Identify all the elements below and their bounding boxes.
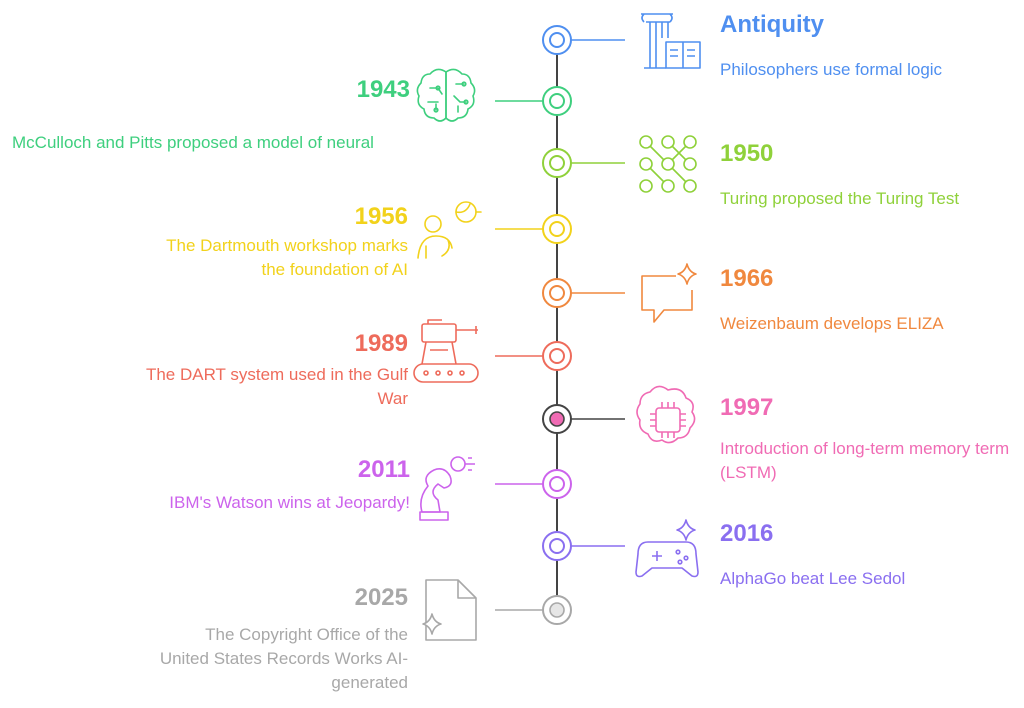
timeline-node-inner <box>549 538 565 554</box>
timeline-node-inner <box>549 285 565 301</box>
brain-icon <box>416 68 476 122</box>
event-1956 <box>417 201 572 259</box>
chat-sparkle-icon <box>641 263 697 323</box>
event-label-1943: 1943 <box>0 76 410 106</box>
timeline-node-inner <box>549 32 565 48</box>
chess-knight-icon <box>419 456 475 521</box>
event-2011 <box>419 456 572 521</box>
event-label-1950: 1950 Turing proposed the Turing Test <box>720 140 1010 211</box>
timeline-node-inner <box>549 476 565 492</box>
event-2025 <box>422 579 572 641</box>
event-year: 2016 <box>720 520 774 547</box>
event-description: The DART system used in the Gulf War <box>145 365 408 408</box>
timeline-node-inner <box>549 348 565 364</box>
event-label-2016: 2016 AlphaGo beat Lee Sedol <box>720 520 1010 591</box>
event-label-1956: 1956 The Dartmouth workshop marks the fo… <box>60 203 408 282</box>
timeline-node-inner <box>549 155 565 171</box>
event-1950 <box>542 135 697 193</box>
event-year: 2025 <box>354 584 408 611</box>
column-book-icon <box>641 13 701 69</box>
event-description: The Dartmouth workshop marks the foundat… <box>166 236 408 279</box>
event-label-1997: 1997 Introduction of long-term memory te… <box>720 394 1020 485</box>
timeline-node-inner <box>549 602 565 618</box>
event-year: Antiquity <box>720 11 824 38</box>
event-label-2025: 2025 The Copyright Office of the United … <box>148 584 408 695</box>
event-label-1989: 1989 The DART system used in the Gulf Wa… <box>108 330 408 411</box>
event-description: Philosophers use formal logic <box>720 60 943 79</box>
event-description: Weizenbaum develops ELIZA <box>720 314 944 333</box>
event-description: Turing proposed the Turing Test <box>720 189 960 208</box>
event-year: 1966 <box>720 265 774 292</box>
gamepad-sparkle-icon <box>635 519 699 578</box>
event-description: AlphaGo beat Lee Sedol <box>720 569 906 588</box>
event-year: 1950 <box>720 140 774 167</box>
event-year: 1943 <box>356 76 410 103</box>
event-description: The Copyright Office of the United State… <box>159 625 408 692</box>
timeline-node-inner <box>549 411 565 427</box>
document-sparkle-icon <box>422 579 477 641</box>
event-antiquity <box>542 13 701 69</box>
event-description-1943: McCulloch and Pitts proposed a model of … <box>12 133 374 152</box>
event-year: 1997 <box>720 394 774 421</box>
event-1989 <box>413 319 572 383</box>
network-nodes-icon <box>639 135 697 193</box>
event-year: 2011 <box>357 456 410 483</box>
tank-icon <box>413 319 479 383</box>
event-description: Introduction of long-term memory term (L… <box>720 439 1010 482</box>
timeline-node-inner <box>549 221 565 237</box>
event-year: 1989 <box>354 330 408 357</box>
chip-brain-icon <box>636 385 696 444</box>
event-2016 <box>542 519 699 578</box>
person-idea-icon <box>417 201 482 259</box>
event-label-antiquity: Antiquity Philosophers use formal logic <box>720 11 1010 82</box>
event-year: 1956 <box>354 203 408 230</box>
event-label-2011: 2011 IBM's Watson wins at Jeopardy! <box>100 456 410 515</box>
event-1997 <box>542 385 696 444</box>
event-label-1966: 1966 Weizenbaum develops ELIZA <box>720 265 1010 336</box>
event-1943 <box>416 68 572 122</box>
event-description: IBM's Watson wins at Jeopardy! <box>169 493 410 512</box>
event-1966 <box>542 263 697 323</box>
timeline-node-inner <box>549 93 565 109</box>
